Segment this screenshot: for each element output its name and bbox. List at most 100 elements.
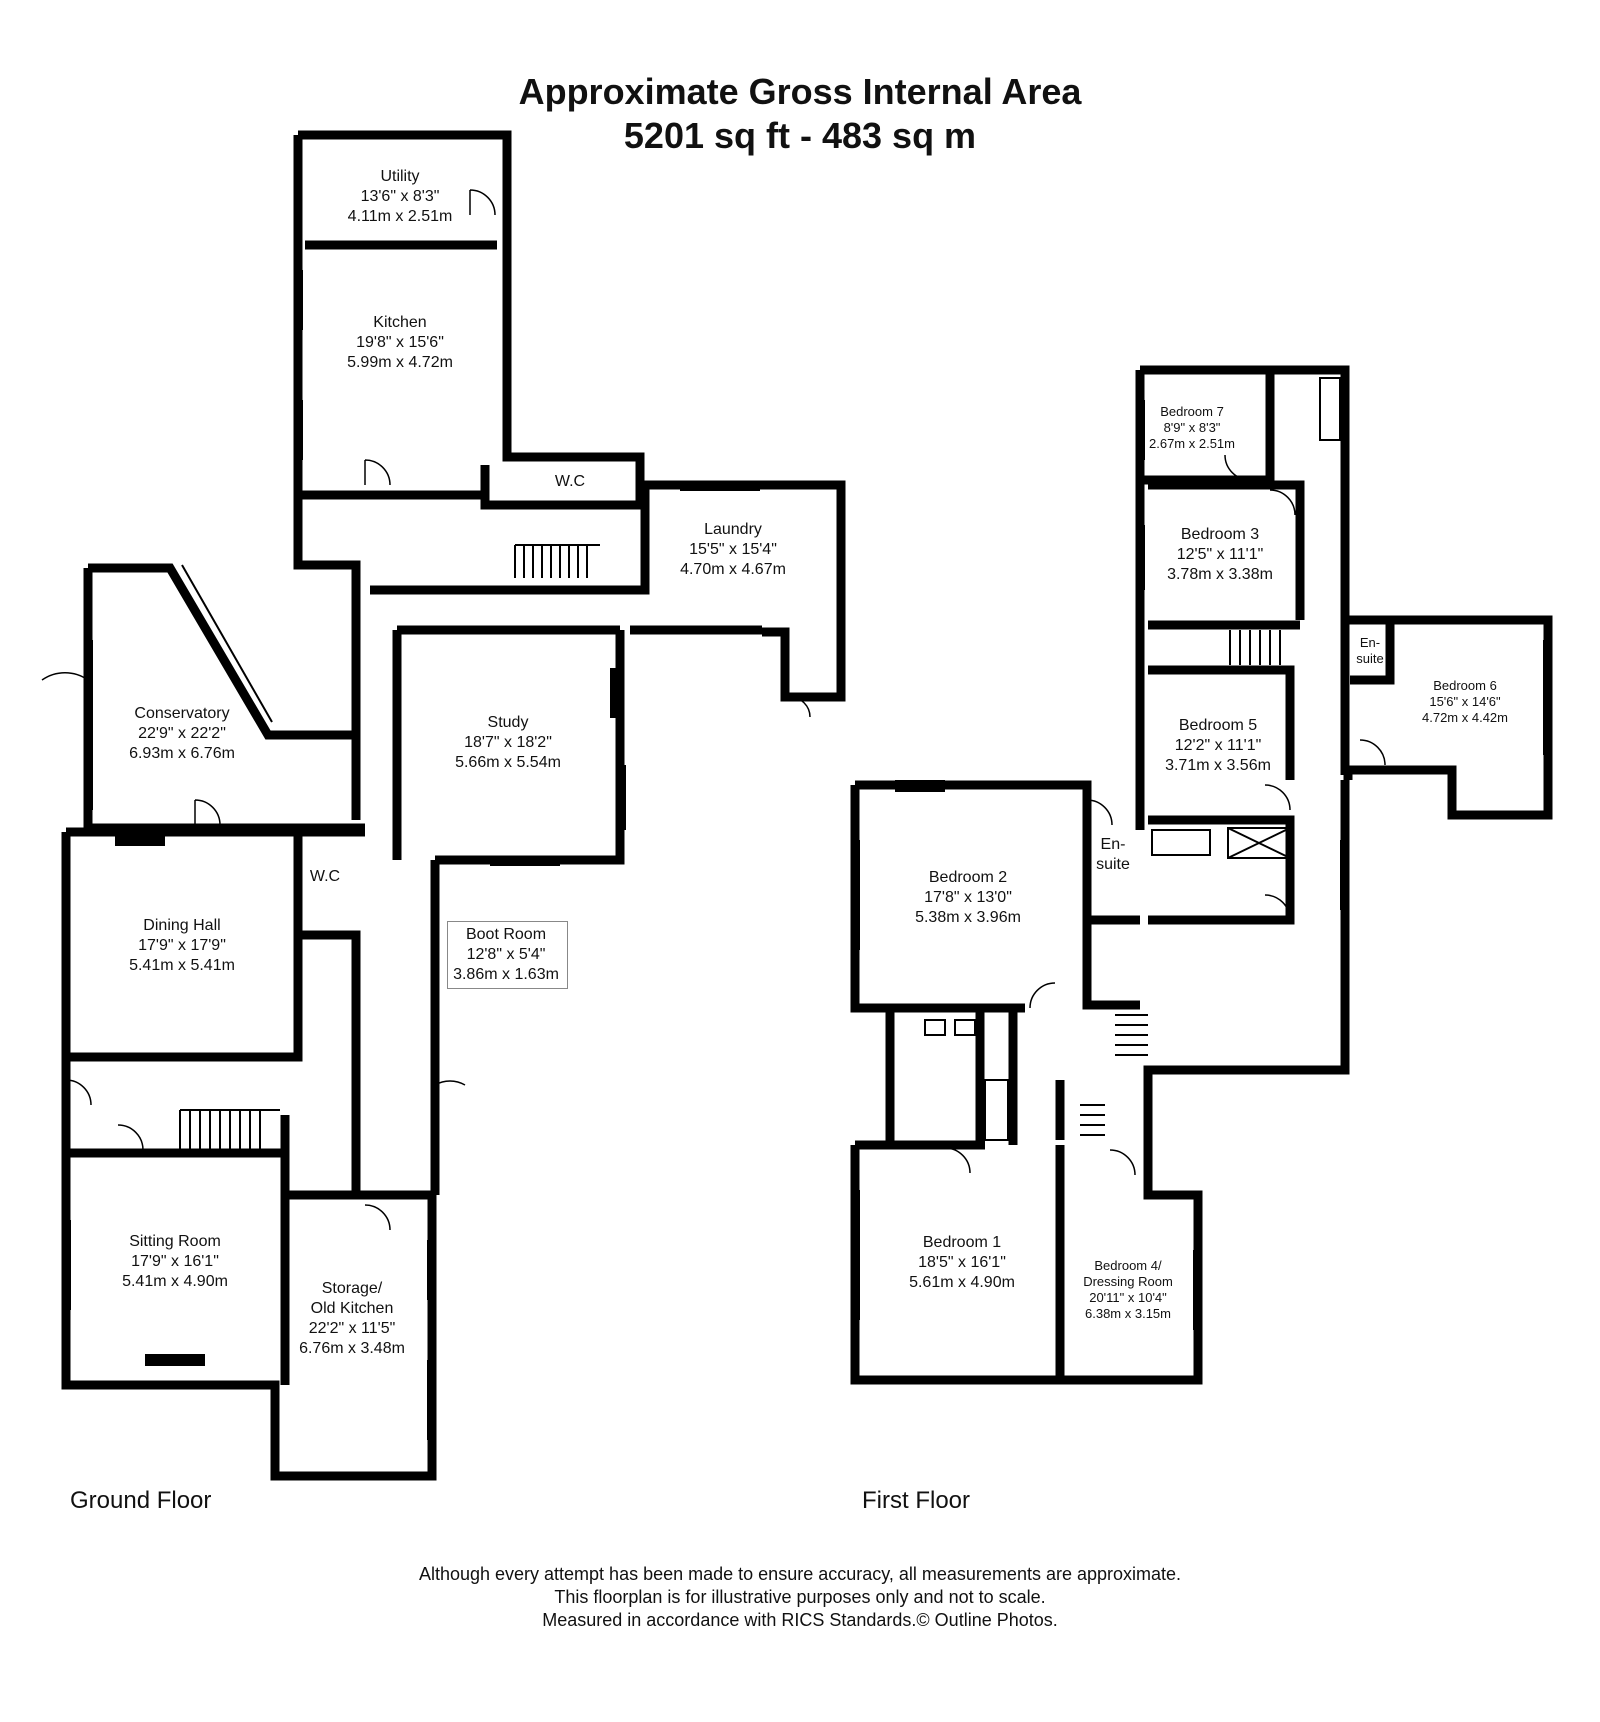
stairs-ff-2	[1115, 1014, 1148, 1056]
room-bedroom-7: Bedroom 7 8'9" x 8'3" 2.67m x 2.51m	[1149, 404, 1235, 452]
room-dims-metric: 6.38m x 3.15m	[1085, 1306, 1171, 1321]
room-name: En-	[1359, 635, 1381, 650]
room-name-line2: Dressing Room	[1083, 1274, 1173, 1289]
stairs-ground-1	[514, 544, 600, 578]
chimney-dining	[115, 836, 165, 846]
door-conservatory	[41, 671, 89, 681]
room-dims-metric: 4.72m x 4.42m	[1422, 710, 1508, 725]
window-ff-bed4	[1110, 1250, 1199, 1381]
room-bedroom-4-dressing: Bedroom 4/ Dressing Room 20'11" x 10'4" …	[1083, 1258, 1173, 1322]
room-name: W.C	[309, 868, 341, 885]
plan-title: Approximate Gross Internal Area	[518, 71, 1082, 112]
door-ff-bed7	[1224, 454, 1251, 481]
room-name: Utility	[380, 168, 420, 185]
room-name: Storage/	[321, 1280, 383, 1297]
disclaimer-line-3: Measured in accordance with RICS Standar…	[542, 1610, 1058, 1630]
door-utility	[469, 189, 496, 216]
room-dims-metric: 3.71m x 3.56m	[1165, 757, 1271, 774]
room-dims-imperial: 12'8" x 5'4"	[466, 946, 546, 963]
room-name: Bedroom 5	[1178, 717, 1258, 734]
window-sitting	[65, 1220, 71, 1310]
wall-ff-bed1	[850, 1080, 1203, 1385]
room-dims-metric: 5.38m x 3.96m	[915, 909, 1021, 926]
room-dims-imperial: 12'5" x 11'1"	[1176, 546, 1264, 563]
disclaimer: Although every attempt has been made to …	[0, 1563, 1600, 1632]
wall-lower-hall	[61, 1057, 437, 1481]
door-ff-bed3	[1269, 489, 1296, 516]
room-dims-metric: 5.41m x 5.41m	[129, 957, 235, 974]
room-name: Conservatory	[134, 705, 230, 722]
room-dims-metric: 6.93m x 6.76m	[129, 745, 235, 762]
room-bedroom-2: Bedroom 2 17'8" x 13'0" 5.38m x 3.96m	[915, 868, 1021, 928]
room-sitting-room: Sitting Room 17'9" x 16'1" 5.41m x 4.90m	[122, 1232, 228, 1292]
disclaimer-line-2: This floorplan is for illustrative purpo…	[554, 1587, 1046, 1607]
door-sitting	[117, 1124, 144, 1151]
room-dims-imperial: 18'7" x 18'2"	[464, 734, 552, 751]
room-dims-imperial: 20'11" x 10'4"	[1089, 1290, 1167, 1305]
room-dims-imperial: 17'9" x 17'9"	[138, 937, 226, 954]
room-name-line2: suite	[1356, 651, 1384, 666]
room-name: Bedroom 6	[1433, 678, 1497, 693]
room-dims-imperial: 22'2" x 11'5"	[308, 1320, 396, 1337]
door-ff-bath	[1264, 894, 1291, 921]
wall-corridor-south	[370, 480, 846, 702]
wall-ff-bath	[1148, 815, 1295, 925]
door-ff-ensuite2	[1086, 799, 1113, 826]
door-boot	[434, 1080, 466, 1086]
room-utility: Utility 13'6" x 8'3" 4.11m x 2.51m	[348, 167, 453, 227]
wall-conservatory	[83, 563, 365, 833]
stairs-ff-1	[1229, 630, 1281, 665]
stairs-ground-2	[179, 1109, 280, 1150]
door-storage	[364, 1204, 391, 1231]
window-ff-bed1	[854, 1190, 860, 1320]
window-ff-landing	[1340, 840, 1346, 910]
room-dims-imperial: 18'5" x 16'1"	[918, 1254, 1006, 1271]
door-ff-bed4	[1109, 1149, 1136, 1176]
door-dining	[194, 799, 221, 826]
wall-ff-bed5	[1148, 665, 1295, 780]
window-study	[490, 765, 626, 866]
wall-wc	[480, 465, 645, 510]
conservatory-glazing	[181, 564, 273, 723]
room-name: Laundry	[704, 521, 762, 538]
room-dims-metric: 4.11m x 2.51m	[347, 208, 453, 225]
room-name: Study	[487, 714, 529, 731]
room-dims-metric: 6.76m x 3.48m	[299, 1340, 405, 1357]
door-lower-hall	[65, 1079, 92, 1106]
sinks-ff	[924, 1019, 976, 1036]
room-name: Bedroom 4/	[1094, 1258, 1162, 1273]
room-dims-imperial: 17'8" x 13'0"	[924, 889, 1012, 906]
window-ff-bed6	[1543, 640, 1549, 755]
room-dims-imperial: 19'8" x 15'6"	[356, 334, 444, 351]
room-name: Dining Hall	[143, 917, 221, 934]
shower-ff	[1227, 827, 1291, 859]
room-dims-metric: 5.61m x 4.90m	[909, 1274, 1015, 1291]
window-conservatory	[87, 567, 340, 810]
door-ff-bed2	[1029, 982, 1056, 1009]
stairs-ff-3	[1080, 1104, 1105, 1136]
room-ensuite-bed6: En- suite	[1356, 635, 1383, 667]
room-name: Bedroom 7	[1160, 404, 1224, 419]
room-boot-room: Boot Room 12'8" x 5'4" 3.86m x 1.63m	[453, 925, 559, 985]
room-dims-imperial: 15'5" x 15'4"	[689, 541, 777, 558]
room-dims-imperial: 17'9" x 16'1"	[131, 1253, 219, 1270]
door-ff-bed5	[1264, 784, 1291, 811]
room-name: Bedroom 3	[1180, 526, 1260, 543]
room-name: W.C	[554, 473, 586, 490]
wall-ff-bed3	[1148, 480, 1305, 630]
room-study: Study 18'7" x 18'2" 5.66m x 5.54m	[455, 713, 561, 773]
room-name-line2: Old Kitchen	[310, 1300, 394, 1317]
room-dims-metric: 5.41m x 4.90m	[122, 1273, 228, 1290]
wall-ff-bed6	[1340, 620, 1395, 775]
room-name: Kitchen	[373, 314, 427, 331]
room-dims-imperial: 22'9" x 22'2"	[138, 725, 226, 742]
window-storage	[330, 1240, 429, 1477]
door-laundry	[789, 696, 811, 718]
wall-ff-east	[1143, 780, 1350, 1080]
room-wc-ground: W.C	[555, 472, 585, 492]
window-ff-bed3	[1139, 525, 1145, 590]
room-name: Boot Room	[465, 926, 547, 943]
room-dining-hall: Dining Hall 17'9" x 17'9" 5.41m x 5.41m	[129, 916, 235, 976]
room-ensuite-bed2: En- suite	[1096, 835, 1130, 875]
